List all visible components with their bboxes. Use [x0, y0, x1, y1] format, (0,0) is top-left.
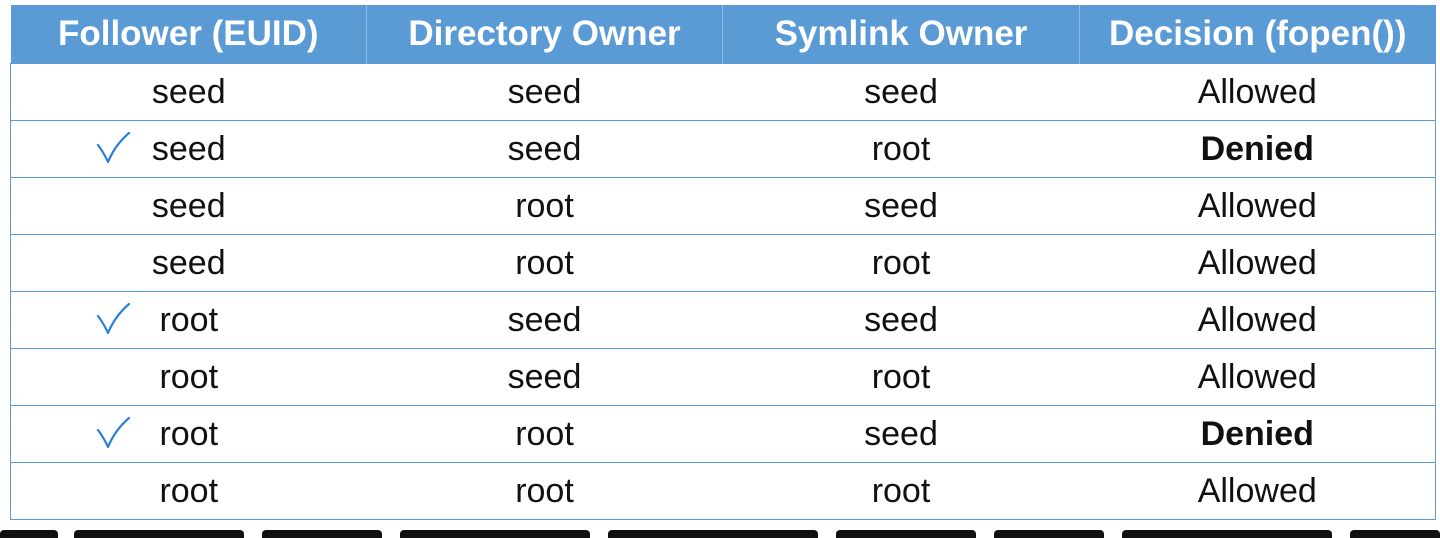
follower-value: seed — [151, 129, 226, 168]
cell-symlink-owner: seed — [722, 405, 1080, 463]
cell-decision: Allowed — [1079, 291, 1436, 349]
cell-symlink-owner: root — [722, 348, 1080, 406]
cell-follower: root — [10, 291, 367, 349]
follower-value: root — [159, 300, 219, 339]
follower-value: root — [159, 357, 219, 396]
cell-directory-owner: root — [366, 177, 723, 235]
cell-decision: Allowed — [1079, 63, 1436, 121]
cell-decision: Denied — [1079, 120, 1436, 178]
cell-follower: seed — [10, 120, 367, 178]
cell-decision: Allowed — [1079, 177, 1436, 235]
cell-directory-owner: root — [366, 462, 723, 520]
follower-value: root — [159, 471, 219, 510]
cell-directory-owner: seed — [366, 291, 723, 349]
cell-symlink-owner: root — [722, 234, 1080, 292]
table-header-row: Follower (EUID) Directory Owner Symlink … — [10, 5, 1436, 64]
cell-directory-owner: seed — [366, 63, 723, 121]
cell-follower: seed — [10, 177, 367, 235]
cell-symlink-owner: seed — [722, 63, 1080, 121]
cell-decision: Denied — [1079, 405, 1436, 463]
cell-directory-owner: seed — [366, 348, 723, 406]
cut-off-text-line — [0, 527, 1440, 538]
cell-follower: root — [10, 405, 367, 463]
follower-value: root — [159, 414, 219, 453]
checkmark-icon — [96, 302, 131, 335]
follower-value: seed — [151, 72, 226, 111]
checkmark-icon — [96, 131, 131, 164]
cell-decision: Allowed — [1079, 234, 1436, 292]
follower-value: seed — [151, 243, 226, 282]
cell-follower: seed — [10, 234, 367, 292]
symlink-decision-table: Follower (EUID) Directory Owner Symlink … — [10, 5, 1436, 520]
follower-value: seed — [151, 186, 226, 225]
cell-directory-owner: root — [366, 405, 723, 463]
cell-decision: Allowed — [1079, 462, 1436, 520]
checkmark-icon — [96, 416, 131, 449]
cell-symlink-owner: seed — [722, 291, 1080, 349]
header-directory-owner: Directory Owner — [366, 5, 723, 64]
header-follower: Follower (EUID) — [10, 5, 367, 64]
cell-follower: root — [10, 348, 367, 406]
cell-symlink-owner: seed — [722, 177, 1080, 235]
header-symlink-owner: Symlink Owner — [722, 5, 1080, 64]
cell-symlink-owner: root — [722, 462, 1080, 520]
cell-follower: seed — [10, 63, 367, 121]
cell-follower: root — [10, 462, 367, 520]
cell-symlink-owner: root — [722, 120, 1080, 178]
cell-directory-owner: root — [366, 234, 723, 292]
cell-decision: Allowed — [1079, 348, 1436, 406]
cell-directory-owner: seed — [366, 120, 723, 178]
header-decision: Decision (fopen()) — [1079, 5, 1436, 64]
